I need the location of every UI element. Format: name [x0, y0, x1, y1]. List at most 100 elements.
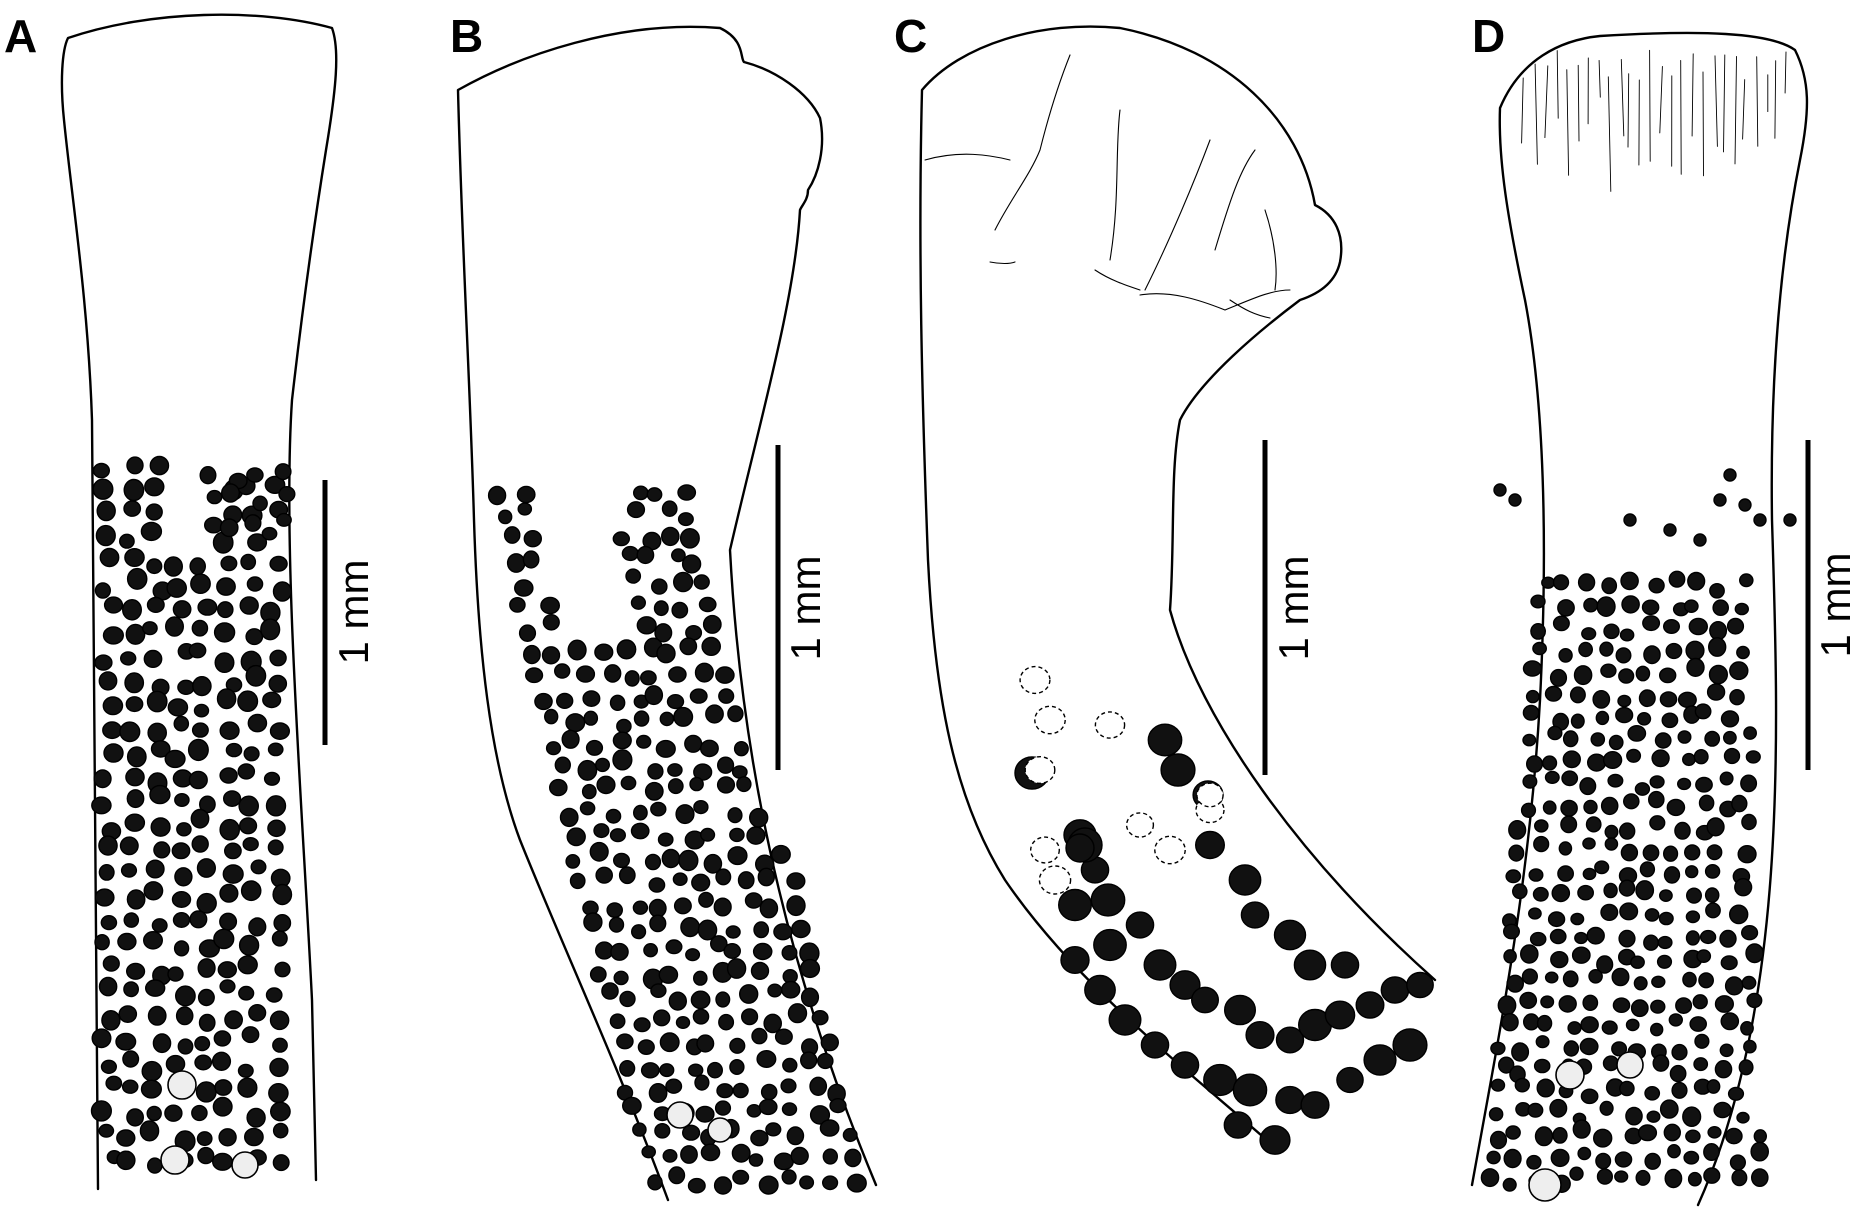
papilla	[147, 1005, 167, 1026]
panel-c-wrinkle-8	[1094, 269, 1141, 291]
striation-line	[1534, 63, 1538, 165]
papilla	[1190, 986, 1219, 1014]
papilla	[197, 958, 216, 978]
papilla	[1682, 971, 1697, 988]
papilla	[1675, 997, 1693, 1014]
papilla	[124, 813, 146, 832]
papilla	[140, 521, 163, 542]
papilla	[1336, 1066, 1364, 1094]
papilla	[144, 979, 166, 997]
papilla	[716, 756, 735, 774]
panel-a: A 1 mm	[4, 10, 377, 1191]
papilla	[164, 749, 186, 769]
papilla	[653, 600, 669, 617]
papilla	[278, 486, 296, 503]
papilla	[1558, 841, 1573, 856]
papilla	[92, 478, 114, 500]
papilla	[760, 1083, 778, 1101]
papilla	[1654, 732, 1672, 749]
papilla	[1549, 1098, 1568, 1118]
papilla	[1618, 929, 1636, 948]
papilla	[1664, 1168, 1683, 1189]
papilla	[556, 692, 574, 710]
papilla	[595, 866, 614, 884]
papilla	[1602, 751, 1623, 770]
papilla-large	[160, 1145, 190, 1175]
papilla	[589, 966, 607, 983]
papilla	[782, 1057, 798, 1073]
panel-a-letter: A	[4, 10, 37, 62]
papilla	[1604, 837, 1619, 851]
papilla	[763, 1013, 783, 1034]
papilla	[750, 1129, 769, 1147]
papilla	[1619, 628, 1635, 642]
papilla	[123, 912, 140, 928]
panel-c-wrinkle-3	[1109, 109, 1121, 261]
papilla	[1521, 968, 1539, 985]
papilla	[218, 1128, 237, 1147]
papilla	[245, 628, 264, 646]
papilla	[1363, 1044, 1397, 1076]
papilla	[1582, 994, 1599, 1011]
papilla	[589, 841, 609, 862]
papilla	[1665, 642, 1683, 660]
papilla	[726, 958, 747, 979]
papilla	[723, 943, 742, 960]
papilla	[1552, 574, 1570, 591]
papilla	[842, 1127, 858, 1143]
papilla	[786, 1126, 805, 1146]
papilla	[125, 696, 144, 713]
papilla	[1625, 1018, 1640, 1032]
papilla	[739, 984, 759, 1004]
papilla	[195, 1081, 217, 1103]
papilla	[190, 808, 210, 829]
papilla	[820, 1033, 839, 1052]
papilla	[1712, 599, 1729, 617]
papilla	[1508, 844, 1525, 862]
papilla	[1693, 1057, 1709, 1072]
papilla	[1740, 774, 1758, 793]
panel-c: C 1 mm	[894, 10, 1437, 1155]
papilla	[1143, 949, 1177, 981]
papilla	[91, 1028, 112, 1049]
papilla	[146, 1105, 162, 1122]
papilla	[146, 558, 163, 575]
papilla	[609, 694, 626, 711]
papilla	[1736, 1111, 1750, 1124]
striation-line	[1723, 54, 1726, 153]
papilla	[94, 582, 112, 599]
papilla	[1671, 1081, 1688, 1099]
papilla	[648, 877, 666, 893]
papilla	[1529, 931, 1547, 947]
papilla	[102, 626, 124, 645]
papilla	[1530, 623, 1547, 640]
papilla	[630, 822, 650, 840]
papilla	[829, 1097, 847, 1114]
panel-c-wrinkle-2	[994, 54, 1071, 231]
papilla	[1567, 1021, 1582, 1035]
papilla	[94, 934, 110, 951]
papilla	[124, 672, 145, 694]
papilla	[260, 618, 281, 641]
papilla	[1480, 1168, 1500, 1188]
papilla	[1720, 955, 1738, 971]
papilla	[1636, 712, 1652, 726]
papilla	[151, 918, 168, 933]
papilla	[751, 1027, 768, 1045]
papilla	[1490, 1041, 1506, 1056]
papilla	[567, 639, 587, 661]
papilla	[609, 828, 627, 843]
papilla	[648, 898, 667, 918]
papilla	[1612, 997, 1631, 1014]
papilla	[1625, 1106, 1643, 1126]
papilla	[716, 1083, 734, 1099]
papilla	[245, 664, 267, 687]
striation-line	[1774, 60, 1777, 139]
papilla	[146, 1157, 163, 1174]
papilla	[653, 1009, 671, 1027]
papilla	[1719, 929, 1737, 948]
papilla	[1571, 946, 1591, 964]
papilla	[1528, 907, 1542, 920]
papilla	[1582, 837, 1596, 850]
papilla	[146, 596, 165, 614]
